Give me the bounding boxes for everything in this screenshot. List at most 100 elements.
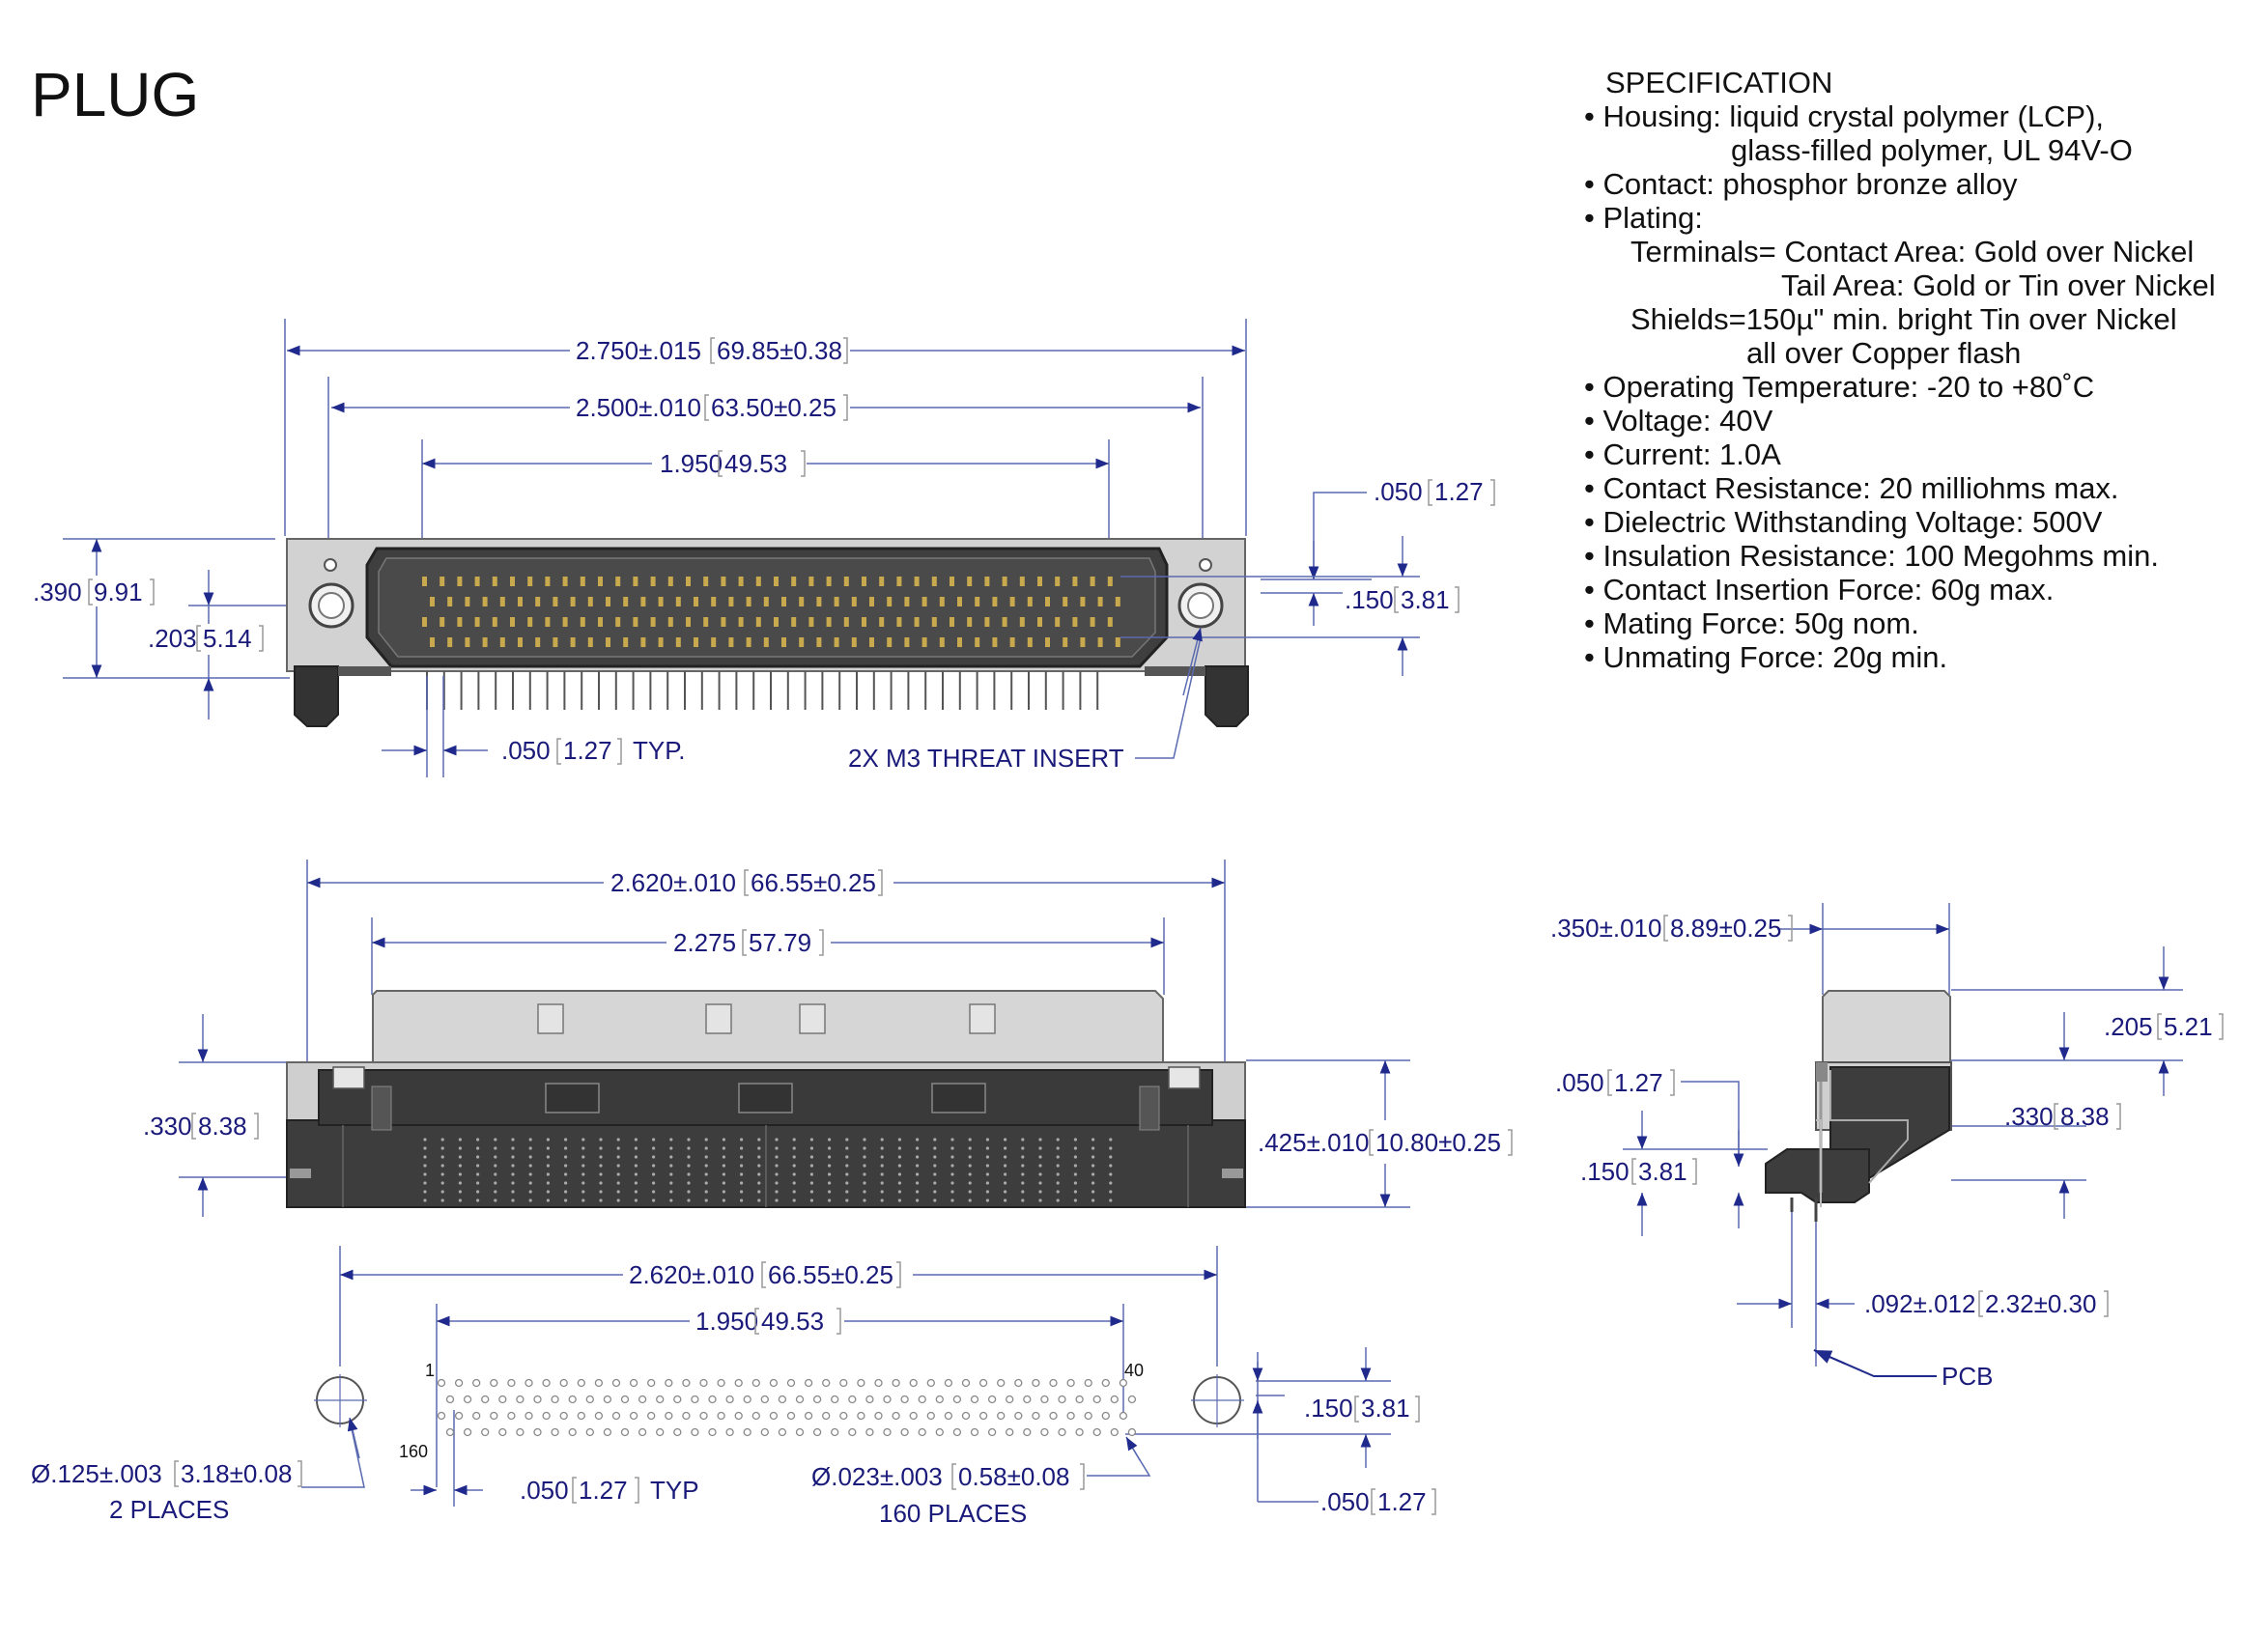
side-dot (528, 1138, 532, 1142)
side-dot (1091, 1155, 1095, 1159)
pcb-pin-hole (1066, 1411, 1075, 1421)
dim-body-inch: 2.620±.010 (610, 868, 736, 897)
side-dot (616, 1181, 620, 1185)
side-dot (511, 1155, 515, 1159)
contact-pin (1009, 637, 1015, 647)
side-dot (950, 1164, 954, 1168)
side-dot (880, 1172, 884, 1176)
side-dot (581, 1155, 585, 1159)
pcb-pin-hole (751, 1411, 760, 1421)
pcb-pin-hole (725, 1395, 734, 1404)
pcb-pin-hole (1006, 1395, 1014, 1404)
contact-pin (1097, 597, 1103, 606)
dim-flange-inch: .330 (143, 1112, 192, 1141)
pin-hole-mm: 0.58±0.08 (958, 1462, 1069, 1491)
pcb-pin-hole (1110, 1427, 1119, 1437)
spec-line: Tail Area: Gold or Tin over Nickel (1781, 268, 2216, 302)
contact-pin (650, 577, 656, 586)
contact-pin (957, 597, 962, 606)
side-dot (809, 1190, 814, 1194)
contact-pin (623, 637, 629, 647)
pcb-pin-hole (987, 1395, 997, 1404)
side-dot (1091, 1138, 1095, 1142)
side-dot (916, 1181, 920, 1185)
side-dot (757, 1190, 761, 1194)
side-dot (1056, 1172, 1060, 1176)
pcb-pin-hole (769, 1411, 779, 1421)
side-dot (1073, 1146, 1077, 1150)
contact-pin (939, 597, 945, 606)
side-dot (897, 1146, 902, 1150)
contact-pin (615, 577, 621, 586)
pcb-pin-hole (568, 1395, 577, 1404)
dim-shroud-inch: 2.275 (673, 928, 736, 957)
pcb-pin-hole (498, 1427, 507, 1437)
contact-pin (694, 597, 698, 606)
side-dot (704, 1155, 708, 1159)
dim-pcb-offset-mm: 1.27 (1377, 1487, 1427, 1516)
contact-pin (580, 577, 585, 586)
pcb-pin-hole (445, 1395, 455, 1404)
side-dot (1038, 1146, 1042, 1150)
contact-array (422, 577, 1120, 647)
contact-pin (851, 637, 857, 647)
contact-pin (950, 617, 954, 627)
side-dot (1021, 1181, 1025, 1185)
side-dot (740, 1172, 744, 1176)
side-dot (722, 1164, 726, 1168)
side-dot (757, 1172, 761, 1176)
pcb-pin-hole (804, 1378, 813, 1388)
contact-pin (703, 577, 709, 586)
side-dot (1056, 1198, 1060, 1202)
contact-pin (1009, 597, 1015, 606)
side-dot (652, 1164, 656, 1168)
side-dot (423, 1198, 427, 1202)
side-dot (775, 1172, 779, 1176)
side-dot (511, 1138, 515, 1142)
side-dot (792, 1138, 796, 1142)
side-dot (880, 1138, 884, 1142)
side-dot (1073, 1198, 1077, 1202)
contact-pin (694, 637, 698, 647)
side-dot (669, 1172, 673, 1176)
side-dot (511, 1146, 515, 1150)
contact-pin (950, 577, 954, 586)
dim-end-top-mm: 5.21 (2164, 1012, 2213, 1041)
contact-pin (1045, 597, 1050, 606)
pcb-pin-hole (1032, 1378, 1040, 1388)
pcb-pin-hole (831, 1427, 839, 1437)
pcb-pin-hole (647, 1378, 656, 1388)
pcb-pin-hole (463, 1395, 472, 1404)
side-dot (933, 1181, 937, 1185)
side-dot (616, 1198, 620, 1202)
pcb-pin-hole (717, 1378, 725, 1388)
side-dot (581, 1172, 585, 1176)
pcb-pin-hole (743, 1427, 751, 1437)
dim-pcb-rows-mm: 3.81 (1361, 1394, 1410, 1423)
side-dot (950, 1198, 954, 1202)
spec-line: • Mating Force: 50g nom. (1584, 606, 1919, 640)
contact-pin (914, 577, 920, 586)
side-dot (1038, 1138, 1042, 1142)
contact-pin (598, 577, 603, 586)
side-dot (950, 1172, 954, 1176)
side-dot (757, 1198, 761, 1202)
side-dot (897, 1138, 902, 1142)
pcb-pin-hole (1084, 1378, 1092, 1388)
side-dot (440, 1155, 444, 1159)
spec-line: • Insulation Resistance: 100 Megohms min… (1584, 539, 2159, 573)
side-dot (423, 1164, 427, 1168)
contact-pin (633, 577, 638, 586)
dim-standoff-mm: 2.32±0.30 (1985, 1289, 2096, 1318)
side-dot (968, 1190, 972, 1194)
contact-pin (834, 597, 839, 606)
side-dot (599, 1181, 603, 1185)
side-dot (564, 1155, 568, 1159)
side-dot (809, 1172, 814, 1176)
dim-height-mm: 9.91 (94, 578, 143, 606)
side-dot (423, 1181, 427, 1185)
dim-body-mm: 66.55±0.25 (751, 868, 876, 897)
pcb-pin-hole (734, 1411, 743, 1421)
side-dot (897, 1181, 902, 1185)
pcb-pin-hole (935, 1395, 944, 1404)
